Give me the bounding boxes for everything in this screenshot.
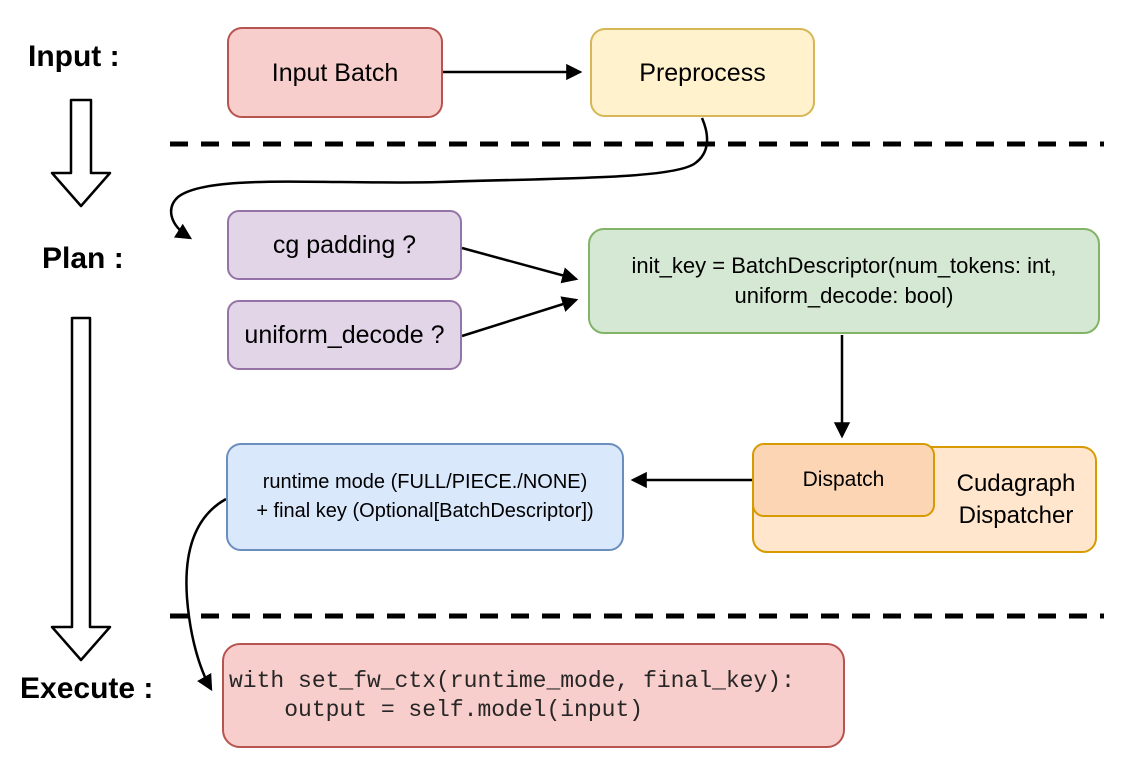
cudagraph-dispatcher-label: Cudagraph Dispatcher xyxy=(935,468,1097,532)
block-arrow-plan-to-execute xyxy=(50,316,112,662)
input-batch-label: Input Batch xyxy=(271,58,399,87)
dispatch-node: Dispatch xyxy=(752,443,935,517)
uniform-decode-label: uniform_decode ? xyxy=(244,321,445,349)
block-arrow-input-to-plan xyxy=(50,98,112,208)
runtime-mode-line2: + final key (Optional[BatchDescriptor]) xyxy=(256,500,594,522)
stage-label-plan: Plan : xyxy=(42,242,124,275)
cg-padding-label: cg padding ? xyxy=(272,231,417,259)
arrow-runtime-mode-to-execute-code xyxy=(185,497,227,692)
arrow-cg-padding-to-init-key xyxy=(461,246,579,284)
execute-code-line2: output = self.model(input) xyxy=(229,696,644,723)
init-key-line1: init_key = BatchDescriptor(num_tokens: i… xyxy=(631,253,1057,278)
runtime-mode-node: runtime mode (FULL/PIECE./NONE) + final … xyxy=(226,443,624,551)
preprocess-label: Preprocess xyxy=(639,58,766,87)
execute-code-node: with set_fw_ctx(runtime_mode, final_key)… xyxy=(222,643,845,748)
arrow-preprocess-to-cg-padding xyxy=(169,117,709,240)
arrow-uniform-decode-to-init-key xyxy=(461,296,579,338)
dispatch-label: Dispatch xyxy=(802,468,885,492)
cudagraph-dispatcher-line1: Cudagraph xyxy=(956,470,1076,497)
uniform-decode-node: uniform_decode ? xyxy=(227,300,462,370)
cg-padding-node: cg padding ? xyxy=(227,210,462,280)
init-key-node: init_key = BatchDescriptor(num_tokens: i… xyxy=(588,228,1100,334)
input-batch-node: Input Batch xyxy=(227,27,443,118)
stage-label-execute: Execute : xyxy=(20,672,154,705)
cudagraph-dispatcher-line2: Dispatcher xyxy=(958,502,1074,529)
stage-label-input: Input : xyxy=(28,40,120,73)
init-key-line2: uniform_decode: bool) xyxy=(734,283,954,308)
execute-code-line1: with set_fw_ctx(runtime_mode, final_key)… xyxy=(229,667,795,694)
runtime-mode-line1: runtime mode (FULL/PIECE./NONE) xyxy=(262,471,588,493)
preprocess-node: Preprocess xyxy=(590,28,815,117)
